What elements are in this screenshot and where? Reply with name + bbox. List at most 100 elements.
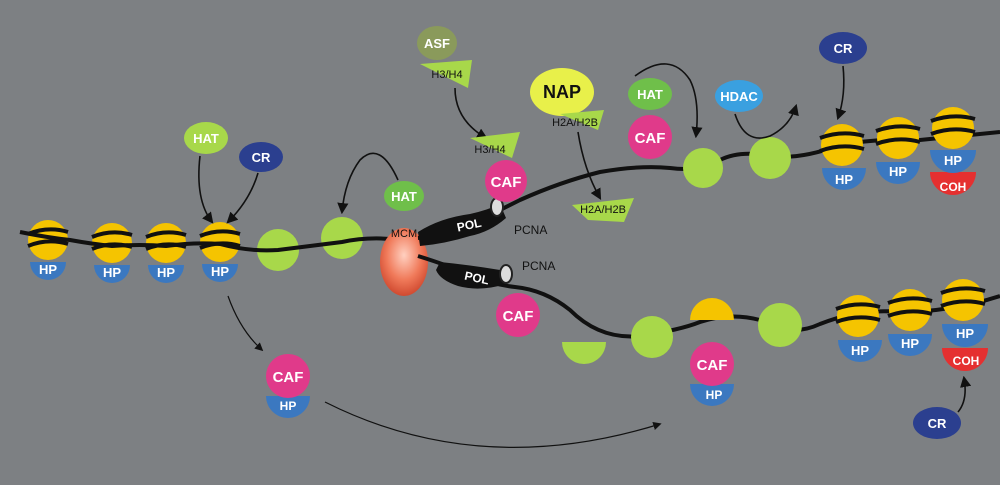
hp-cap (266, 396, 310, 418)
histone-octamer (631, 316, 673, 358)
pcna-label-lower: PCNA (522, 259, 555, 273)
hp-cap (30, 262, 66, 280)
hp-cap (94, 265, 130, 283)
hat-badge (384, 181, 424, 211)
hp-label: HP (944, 153, 962, 168)
coh-label: COH (953, 354, 980, 368)
pol-label: POL (456, 216, 483, 235)
pcna-label-upper: PCNA (514, 223, 547, 237)
asf: ASF (417, 26, 457, 60)
nap-label: NAP (543, 82, 581, 102)
caf-label: CAF (697, 357, 728, 374)
histone-octamer (758, 303, 802, 347)
hp-label: HP (901, 336, 919, 351)
caf-badge (690, 342, 734, 386)
hp-label: HP (956, 326, 974, 341)
hp-cap (838, 340, 882, 362)
hp-label: HP (157, 265, 175, 280)
hat-badge (628, 78, 672, 110)
hat-upper: HAT (628, 78, 672, 110)
caf-badge (496, 293, 540, 337)
hp-cap (202, 264, 238, 282)
mcm-helicase (380, 228, 428, 296)
h3h4-fragment-bound (470, 132, 520, 158)
parental-chromatin: HP HP HP HP (27, 217, 363, 283)
coh-label: COH (940, 180, 967, 194)
hat-left: HAT (184, 122, 228, 154)
cr-label: CR (834, 41, 853, 56)
hat-upper-arrow (634, 63, 703, 139)
histone-half (562, 342, 606, 364)
recycle-arrow-down (227, 295, 264, 352)
hdac-badge (715, 80, 763, 112)
lower-caf-hp: CAF HP (690, 298, 734, 406)
h2ah2b-fragment-bound (572, 198, 634, 222)
hp-cap (148, 265, 184, 283)
hp-cap (876, 162, 920, 184)
caf-label: CAF (503, 308, 534, 325)
histone-octamer (683, 148, 723, 188)
hp-cap (930, 150, 976, 173)
asf-label: ASF (424, 36, 450, 51)
recycle-arrow-right (324, 401, 662, 449)
caf-badge (485, 160, 527, 202)
hp-label: HP (103, 265, 121, 280)
hdac: HDAC (715, 80, 763, 112)
cr-lower: CR (913, 407, 961, 439)
cr-label: CR (252, 150, 271, 165)
hp-label: HP (280, 399, 297, 413)
asf-arrow (454, 87, 488, 140)
caf-upper-2: CAF (628, 115, 672, 159)
h2ah2b-label-top: H2A/H2B (552, 117, 598, 129)
caf-badge (628, 115, 672, 159)
pol-label: POL (463, 269, 490, 288)
pol-shape (436, 262, 506, 289)
nucleosome-top (690, 298, 734, 320)
hp-cap (942, 324, 988, 348)
hp-cap (888, 334, 932, 356)
caf-hp-recycled: CAF HP (266, 354, 310, 418)
hat-to-histone-arrow (337, 152, 399, 215)
cr-left: CR (239, 142, 283, 172)
nucleosome-hp-1: HP (27, 220, 69, 280)
nap: NAP (530, 68, 594, 116)
pol-lower: POL (436, 262, 513, 289)
hp-label: HP (39, 262, 57, 277)
upper-nucleosome-hp-coh: COH HP (930, 107, 976, 195)
hat-arrow (198, 155, 214, 224)
h2ah2b-label-bound: H2A/H2B (580, 204, 626, 216)
hdac-label: HDAC (720, 89, 758, 104)
histone-octamer (749, 137, 791, 179)
pcna-ring (499, 264, 513, 284)
hat-mcm: HAT (384, 181, 424, 211)
caf-label: CAF (273, 369, 304, 386)
cr-badge (239, 142, 283, 172)
coh-cap (942, 348, 988, 371)
hat-label: HAT (637, 87, 663, 102)
upper-nucleosome-hp-2: HP (875, 117, 921, 184)
nucleosome-hp-2: HP (91, 223, 133, 283)
hp-label: HP (211, 264, 229, 279)
caf-badge (266, 354, 310, 398)
upper-nucleosome-hp-1: HP (819, 124, 866, 190)
nucleosome-hp-4: HP (199, 222, 241, 282)
cr-badge (819, 32, 867, 64)
hp-label: HP (835, 172, 853, 187)
nap-arrow (577, 131, 602, 200)
hp-label: HP (706, 388, 723, 402)
caf-label: CAF (491, 174, 522, 191)
lower-nucleosome-hp-1: HP (835, 295, 882, 362)
hp-cap (690, 384, 734, 406)
coh-cap (930, 172, 976, 195)
cr-upper: CR (819, 32, 867, 64)
mcm-label: MCM (391, 228, 417, 240)
cr-badge (913, 407, 961, 439)
lower-nucleosome-hp-2: HP (887, 289, 933, 356)
lower-nucleosome-hp-coh: COH HP (940, 279, 988, 371)
hat-label: HAT (391, 189, 417, 204)
h3h4-label-top: H3/H4 (431, 69, 462, 81)
pol-upper: POL (418, 197, 506, 246)
h3h4-label-bound: H3/H4 (474, 144, 505, 156)
caf-lower: CAF (496, 293, 540, 337)
